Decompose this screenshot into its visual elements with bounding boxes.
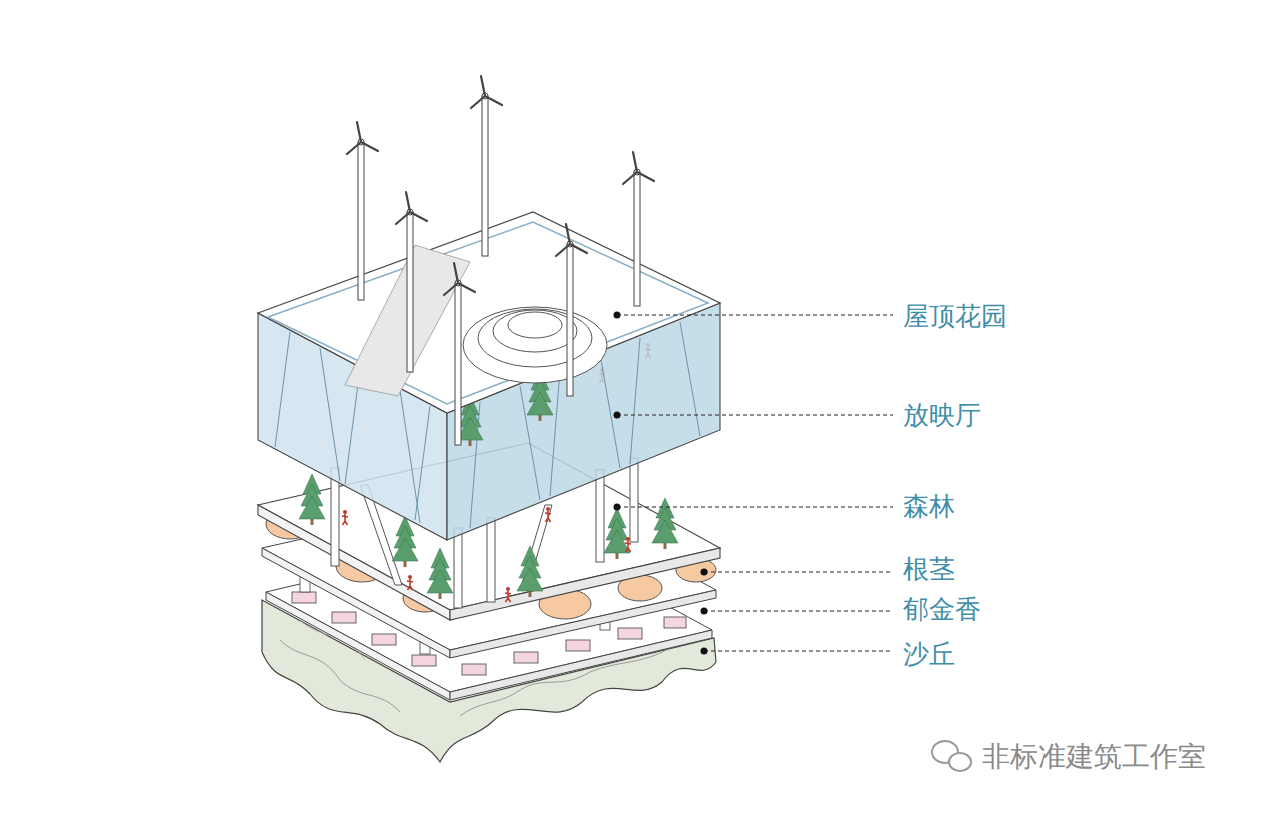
screening-hall-box [258,212,720,540]
leader-lines [617,315,893,651]
watermark-icon [932,741,971,771]
wind-turbines [347,76,654,445]
part-label: 森林 [903,491,955,522]
leader-dots [614,312,708,655]
watermark-text: 非标准建筑工作室 [982,740,1206,774]
part-label: 放映厅 [903,400,981,431]
part-label: 沙丘 [903,639,955,670]
dome [463,307,607,383]
part-label: 根茎 [903,554,955,585]
part-label: 屋顶花园 [903,301,1007,332]
part-label: 郁金香 [903,594,981,625]
